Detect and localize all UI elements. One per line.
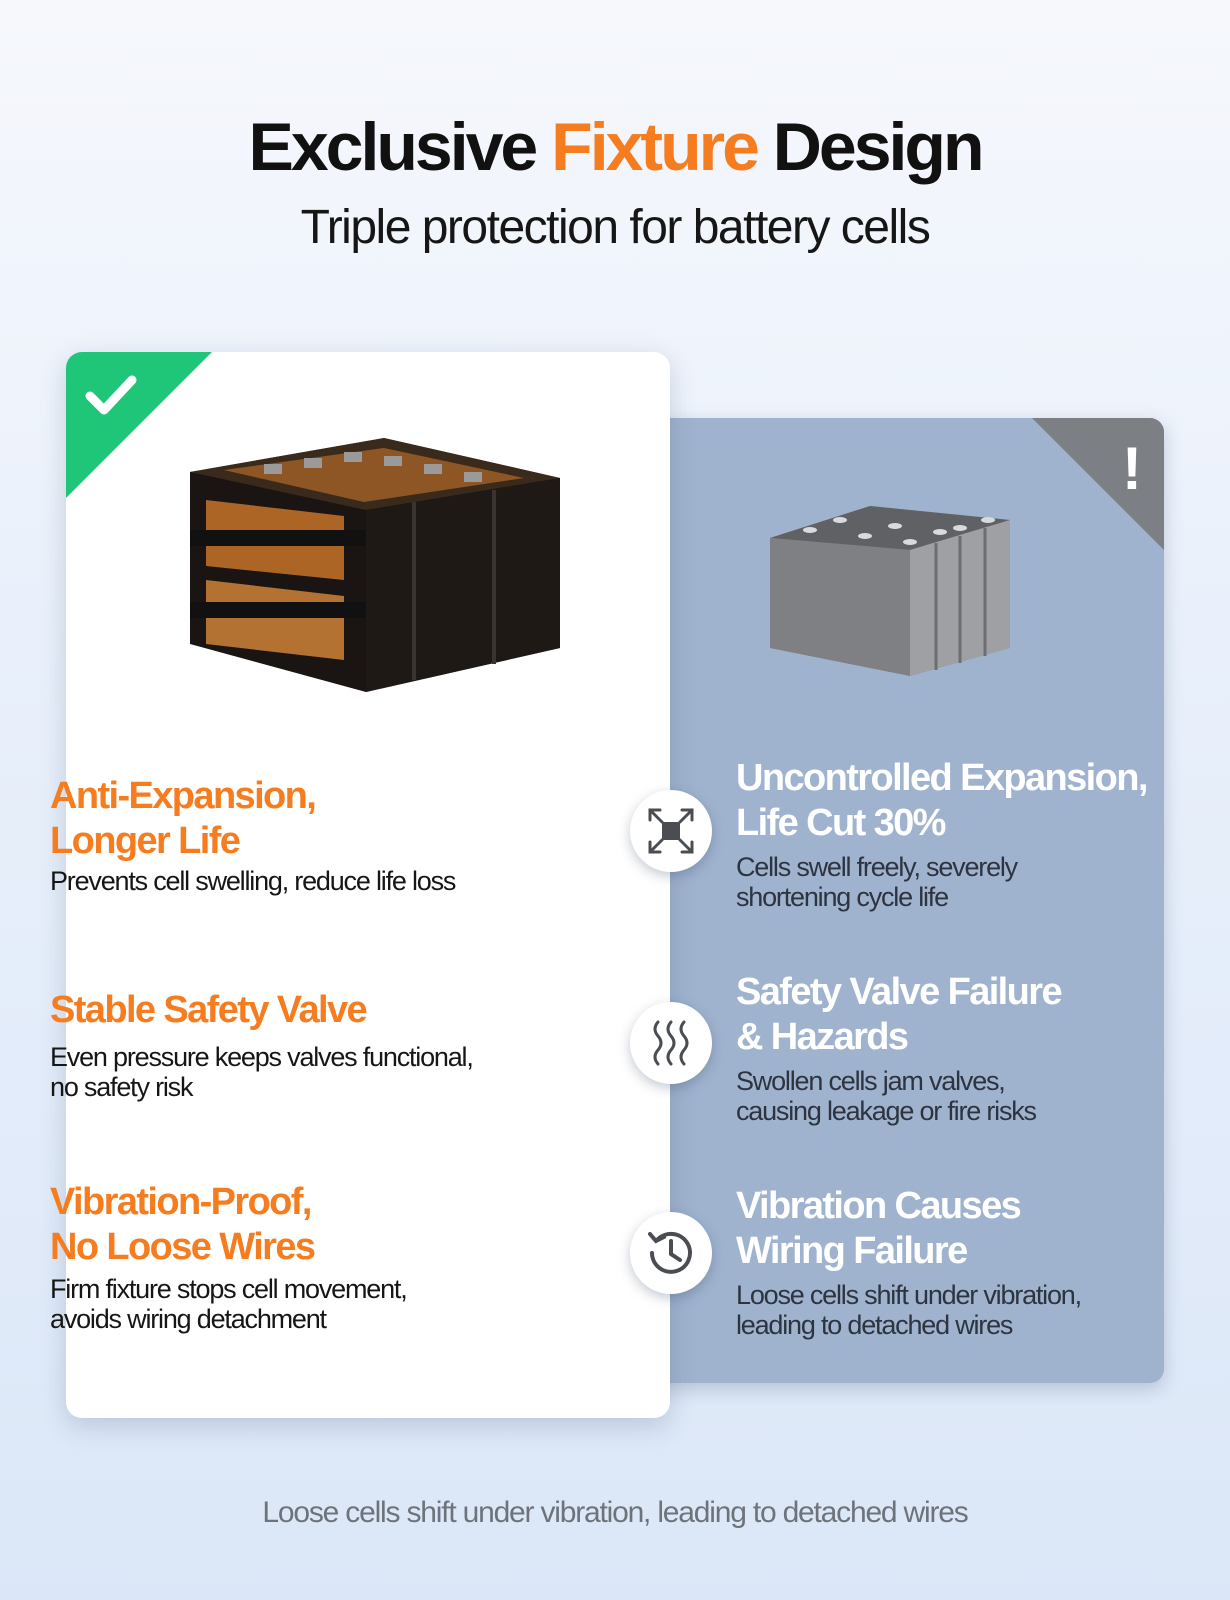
- heat-waves-icon: [630, 1002, 712, 1084]
- warning-corner-badge: [1032, 418, 1164, 550]
- feature-2-title: Stable Safety Valve: [50, 989, 368, 1031]
- feature-3-desc: Firm fixture stops cell movement, avoids…: [50, 1274, 408, 1334]
- title-part-design: Design: [772, 109, 985, 185]
- check-corner-badge: [66, 352, 212, 498]
- checkmark-icon: [85, 375, 137, 415]
- feature-2-desc: Even pressure keeps valves functional, n…: [50, 1042, 474, 1102]
- issue-2-desc: Swollen cells jam valves, causing leakag…: [736, 1066, 1037, 1126]
- issue-1-desc: Cells swell freely, severely shortening …: [736, 852, 1018, 912]
- feature-1-desc: Prevents cell swelling, reduce life loss: [50, 866, 456, 896]
- page-title: Exclusive Fixture Design: [0, 108, 1230, 186]
- issue-2-title: Safety Valve Failure & Hazards: [736, 971, 1063, 1058]
- exclamation-icon: !: [1122, 435, 1142, 502]
- loose-cells-card: !: [620, 418, 1164, 1383]
- loose-battery-cells-image: [770, 506, 1010, 676]
- expand-arrows-icon: [630, 790, 712, 872]
- page-subtitle: Triple protection for battery cells: [300, 201, 931, 254]
- title-part-exclusive: Exclusive: [248, 109, 538, 185]
- feature-1-title: Anti-Expansion, Longer Life: [50, 775, 317, 862]
- title-part-fixture: Fixture: [551, 109, 760, 185]
- history-clock-icon: [630, 1212, 712, 1294]
- fixture-design-card: [66, 352, 670, 1418]
- issue-3-desc: Loose cells shift under vibration, leadi…: [736, 1280, 1082, 1340]
- fixture-battery-pack-image: [190, 438, 560, 692]
- footer-caption: Loose cells shift under vibration, leadi…: [262, 1496, 968, 1529]
- issue-3-title: Vibration Causes Wiring Failure: [736, 1185, 1022, 1272]
- issue-1-title: Uncontrolled Expansion, Life Cut 30%: [736, 757, 1148, 844]
- feature-3-title: Vibration-Proof, No Loose Wires: [50, 1181, 316, 1268]
